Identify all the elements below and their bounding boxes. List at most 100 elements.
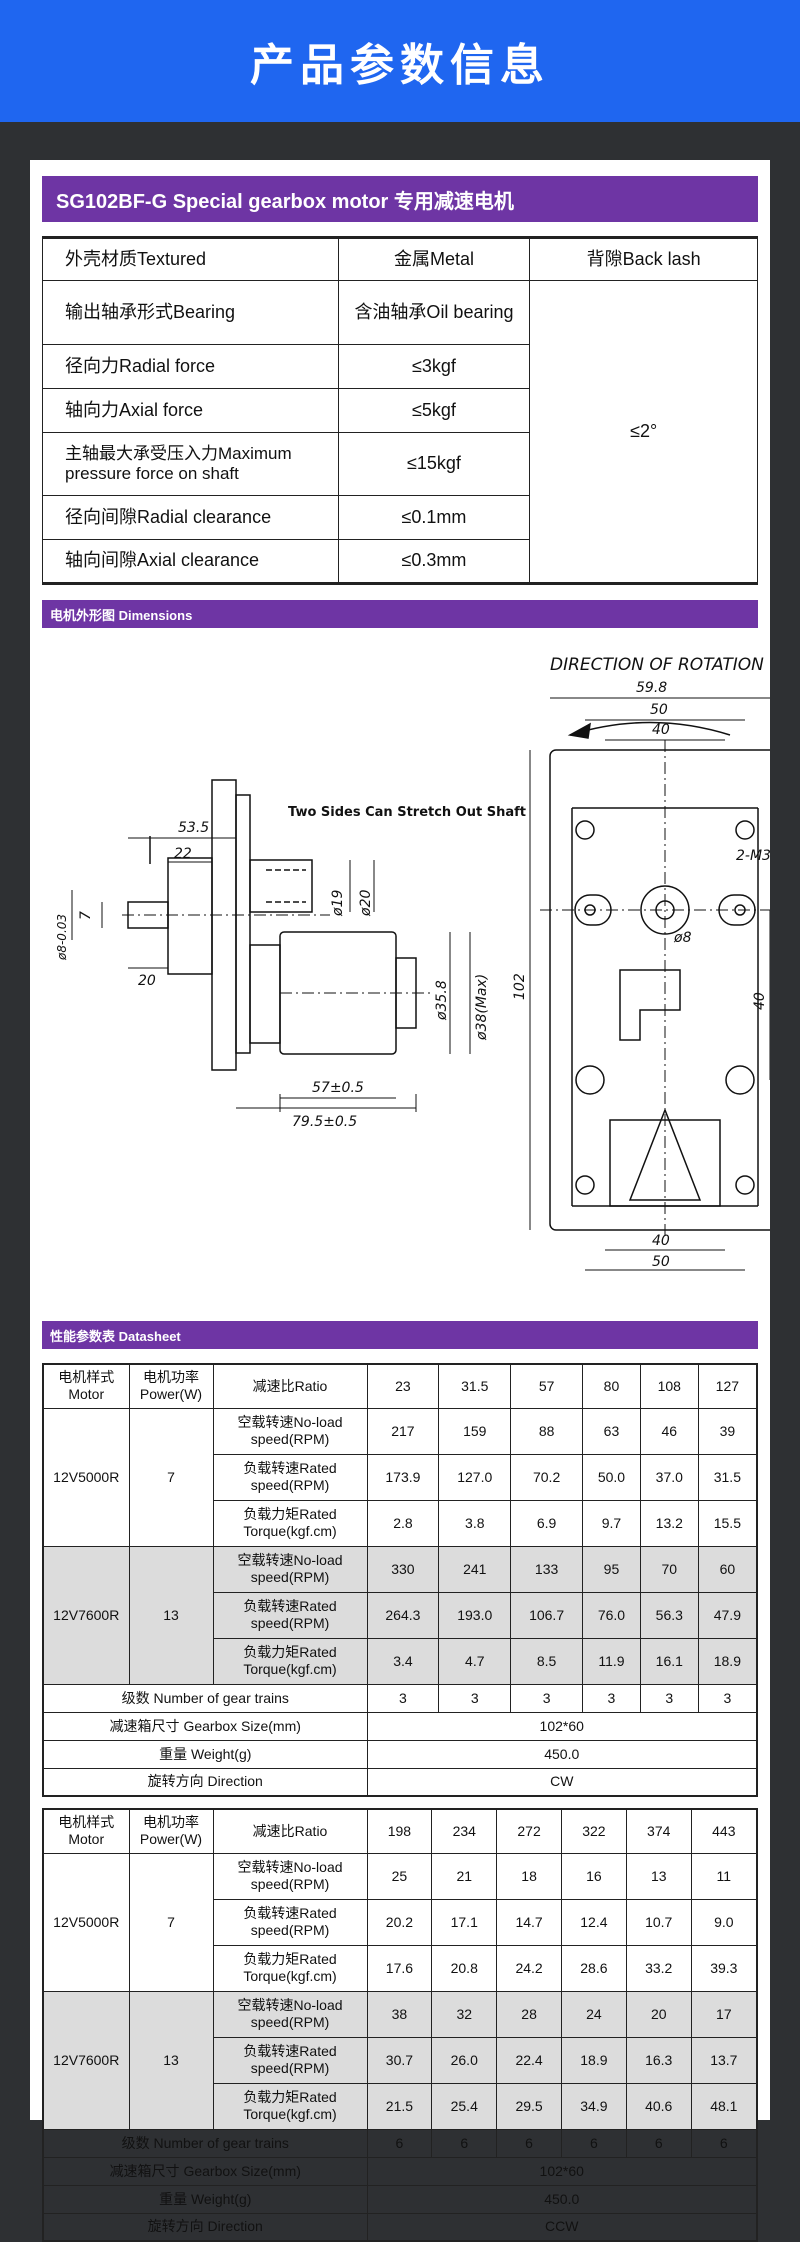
value-cell: 37.0 bbox=[639, 1453, 699, 1501]
motor-power: 7 bbox=[128, 1407, 214, 1547]
spec-label: 径向力Radial force bbox=[42, 344, 339, 389]
header-ratio: 减速比Ratio bbox=[212, 1363, 368, 1409]
value-cell: 60 bbox=[697, 1545, 758, 1593]
spec-row: 径向间隙Radial clearance ≤0.1mm bbox=[42, 495, 758, 540]
value-cell: 217 bbox=[366, 1407, 440, 1455]
ratio-cell: 57 bbox=[510, 1363, 584, 1409]
backlash-value: ≤2° bbox=[529, 280, 758, 584]
value-cell: 6 bbox=[366, 2128, 433, 2158]
row-label-noload: 空载转速No-load speed(RPM) bbox=[212, 1407, 368, 1455]
value-cell: 29.5 bbox=[496, 2082, 562, 2130]
value-cell: 3 bbox=[366, 1683, 440, 1713]
ratio-cell: 31.5 bbox=[438, 1363, 512, 1409]
banner-title: 产品参数信息 bbox=[250, 40, 550, 91]
dim-label: 79.5±0.5 bbox=[292, 1114, 357, 1130]
row-label-torque: 负载力矩Rated Torque(kgf.cm) bbox=[212, 2082, 368, 2130]
row-label-torque: 负载力矩Rated Torque(kgf.cm) bbox=[212, 1944, 368, 1992]
value-cell: 28 bbox=[496, 1990, 562, 2038]
row-label-noload: 空载转速No-load speed(RPM) bbox=[212, 1990, 368, 2038]
row-label-gearbox: 减速箱尺寸 Gearbox Size(mm) bbox=[42, 1711, 368, 1741]
direction-value: CCW bbox=[366, 2212, 758, 2242]
backlash-label: 背隙Back lash bbox=[529, 237, 758, 281]
value-cell: 18 bbox=[496, 1852, 562, 1900]
dim-label: ø35.8 bbox=[434, 980, 450, 1021]
spec-label: 轴向间隙Axial clearance bbox=[42, 539, 339, 584]
value-cell: 6 bbox=[625, 2128, 692, 2158]
value-cell: 16.3 bbox=[625, 2036, 692, 2084]
value-cell: 17 bbox=[690, 1990, 758, 2038]
row-label-rated: 负载转速Rated speed(RPM) bbox=[212, 1591, 368, 1639]
value-cell: 50.0 bbox=[582, 1453, 641, 1501]
dimension-drawing: DIRECTION OF ROTATION Two Sides Can Stre… bbox=[55, 655, 770, 1271]
spec-value: 金属Metal bbox=[337, 237, 531, 281]
dimensions-title-bar: 电机外形图 Dimensions bbox=[42, 600, 758, 628]
header-banner: 产品参数信息 bbox=[0, 0, 800, 122]
value-cell: 9.0 bbox=[690, 1898, 758, 1946]
value-cell: 39.3 bbox=[690, 1944, 758, 1992]
value-cell: 24 bbox=[560, 1990, 627, 2038]
dim-label: 40 bbox=[652, 722, 670, 738]
value-cell: 40.6 bbox=[625, 2082, 692, 2130]
spec-label: 主轴最大承受压入力Maximum pressure force on shaft bbox=[42, 432, 339, 496]
ratio-cell: 374 bbox=[625, 1808, 692, 1854]
value-cell: 76.0 bbox=[582, 1591, 641, 1639]
ratio-cell: 443 bbox=[690, 1808, 758, 1854]
row-label-weight: 重量 Weight(g) bbox=[42, 2184, 368, 2214]
dimensions-title: 电机外形图 Dimensions bbox=[50, 607, 193, 623]
value-cell: 3 bbox=[697, 1683, 758, 1713]
rotation-label: DIRECTION OF ROTATION bbox=[550, 655, 764, 675]
value-cell: 159 bbox=[438, 1407, 512, 1455]
motor-power: 7 bbox=[128, 1852, 214, 1992]
dim-label: ø8 bbox=[673, 930, 692, 946]
datasheet-title-bar: 性能参数表 Datasheet bbox=[42, 1321, 758, 1349]
row-label-gearbox: 减速箱尺寸 Gearbox Size(mm) bbox=[42, 2156, 368, 2186]
row-label-torque: 负载力矩Rated Torque(kgf.cm) bbox=[212, 1499, 368, 1547]
value-cell: 11 bbox=[690, 1852, 758, 1900]
value-cell: 4.7 bbox=[438, 1637, 512, 1685]
motor-name: 12V7600R bbox=[42, 1990, 130, 2130]
ratio-cell: 108 bbox=[639, 1363, 699, 1409]
dim-label: ø8-0.03 bbox=[55, 914, 69, 961]
spec-label: 输出轴承形式Bearing bbox=[42, 280, 339, 345]
row-label-noload: 空载转速No-load speed(RPM) bbox=[212, 1852, 368, 1900]
value-cell: 3 bbox=[438, 1683, 512, 1713]
value-cell: 70.2 bbox=[510, 1453, 584, 1501]
value-cell: 3.4 bbox=[366, 1637, 440, 1685]
value-cell: 56.3 bbox=[639, 1591, 699, 1639]
spec-row: 径向力Radial force ≤3kgf bbox=[42, 344, 758, 389]
datasheet-table-2: 电机样式Motor 电机功率Power(W) 减速比Ratio 198 234 … bbox=[42, 1808, 758, 2242]
row-label-rated: 负载转速Rated speed(RPM) bbox=[212, 1898, 368, 1946]
value-cell: 16 bbox=[560, 1852, 627, 1900]
dim-label: 40 bbox=[752, 992, 768, 1010]
value-cell: 11.9 bbox=[582, 1637, 641, 1685]
value-cell: 127.0 bbox=[438, 1453, 512, 1501]
spec-value: ≤0.3mm bbox=[337, 539, 531, 584]
dim-label: ø19 bbox=[330, 890, 346, 917]
value-cell: 26.0 bbox=[431, 2036, 498, 2084]
value-cell: 13.7 bbox=[690, 2036, 758, 2084]
value-cell: 88 bbox=[510, 1407, 584, 1455]
spec-table: 外壳材质Textured 金属Metal 背隙Back lash 输出轴承形式B… bbox=[42, 236, 758, 585]
value-cell: 12.4 bbox=[560, 1898, 627, 1946]
front-view bbox=[529, 697, 770, 1271]
spec-value: ≤0.1mm bbox=[337, 495, 531, 540]
ratio-cell: 322 bbox=[560, 1808, 627, 1854]
row-label-trains: 级数 Number of gear trains bbox=[42, 1683, 368, 1713]
gearbox-size: 102*60 bbox=[366, 2156, 758, 2186]
value-cell: 46 bbox=[639, 1407, 699, 1455]
value-cell: 22.4 bbox=[496, 2036, 562, 2084]
row-label-torque: 负载力矩Rated Torque(kgf.cm) bbox=[212, 1637, 368, 1685]
gearbox-size: 102*60 bbox=[366, 1711, 758, 1741]
dim-label: 53.5 bbox=[178, 820, 209, 836]
motor-name: 12V7600R bbox=[42, 1545, 130, 1685]
ratio-cell: 272 bbox=[496, 1808, 562, 1854]
spec-row: 输出轴承形式Bearing 含油轴承Oil bearing ≤2° bbox=[42, 280, 758, 584]
spec-label: 轴向力Axial force bbox=[42, 388, 339, 433]
datasheet-title: 性能参数表 Datasheet bbox=[50, 1328, 181, 1344]
side-view bbox=[71, 779, 471, 1112]
value-cell: 20.2 bbox=[366, 1898, 433, 1946]
ratio-cell: 127 bbox=[697, 1363, 758, 1409]
weight-value: 450.0 bbox=[366, 1739, 758, 1769]
value-cell: 173.9 bbox=[366, 1453, 440, 1501]
value-cell: 21 bbox=[431, 1852, 498, 1900]
